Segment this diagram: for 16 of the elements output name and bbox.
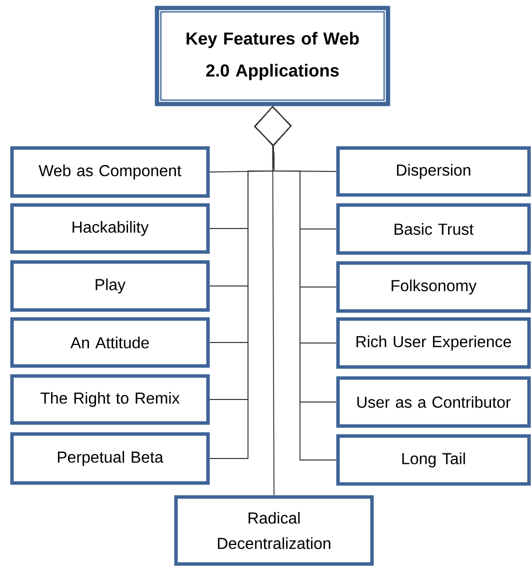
feature-box: The Right to Remix [10, 374, 210, 425]
feature-box: Rich User Experience [336, 317, 531, 369]
feature-box: Web as Component [10, 146, 210, 198]
feature-box: User as a Contributor [336, 376, 531, 428]
title-box: Key Features of Web 2.0 Applications [154, 6, 390, 106]
feature-box: Basic Trust [336, 203, 531, 255]
feature-box: Play [10, 260, 210, 312]
feature-box: Perpetual Beta [10, 432, 210, 485]
feature-box: Hackability [10, 203, 210, 254]
feature-box: Long Tail [336, 434, 531, 486]
feature-box: An Attitude [10, 317, 210, 368]
feature-box: Dispersion [336, 146, 531, 197]
feature-box: Folksonomy [336, 261, 531, 313]
connector [254, 106, 292, 496]
feature-box: Radical Decentralization [174, 495, 374, 566]
connector [254, 106, 337, 460]
